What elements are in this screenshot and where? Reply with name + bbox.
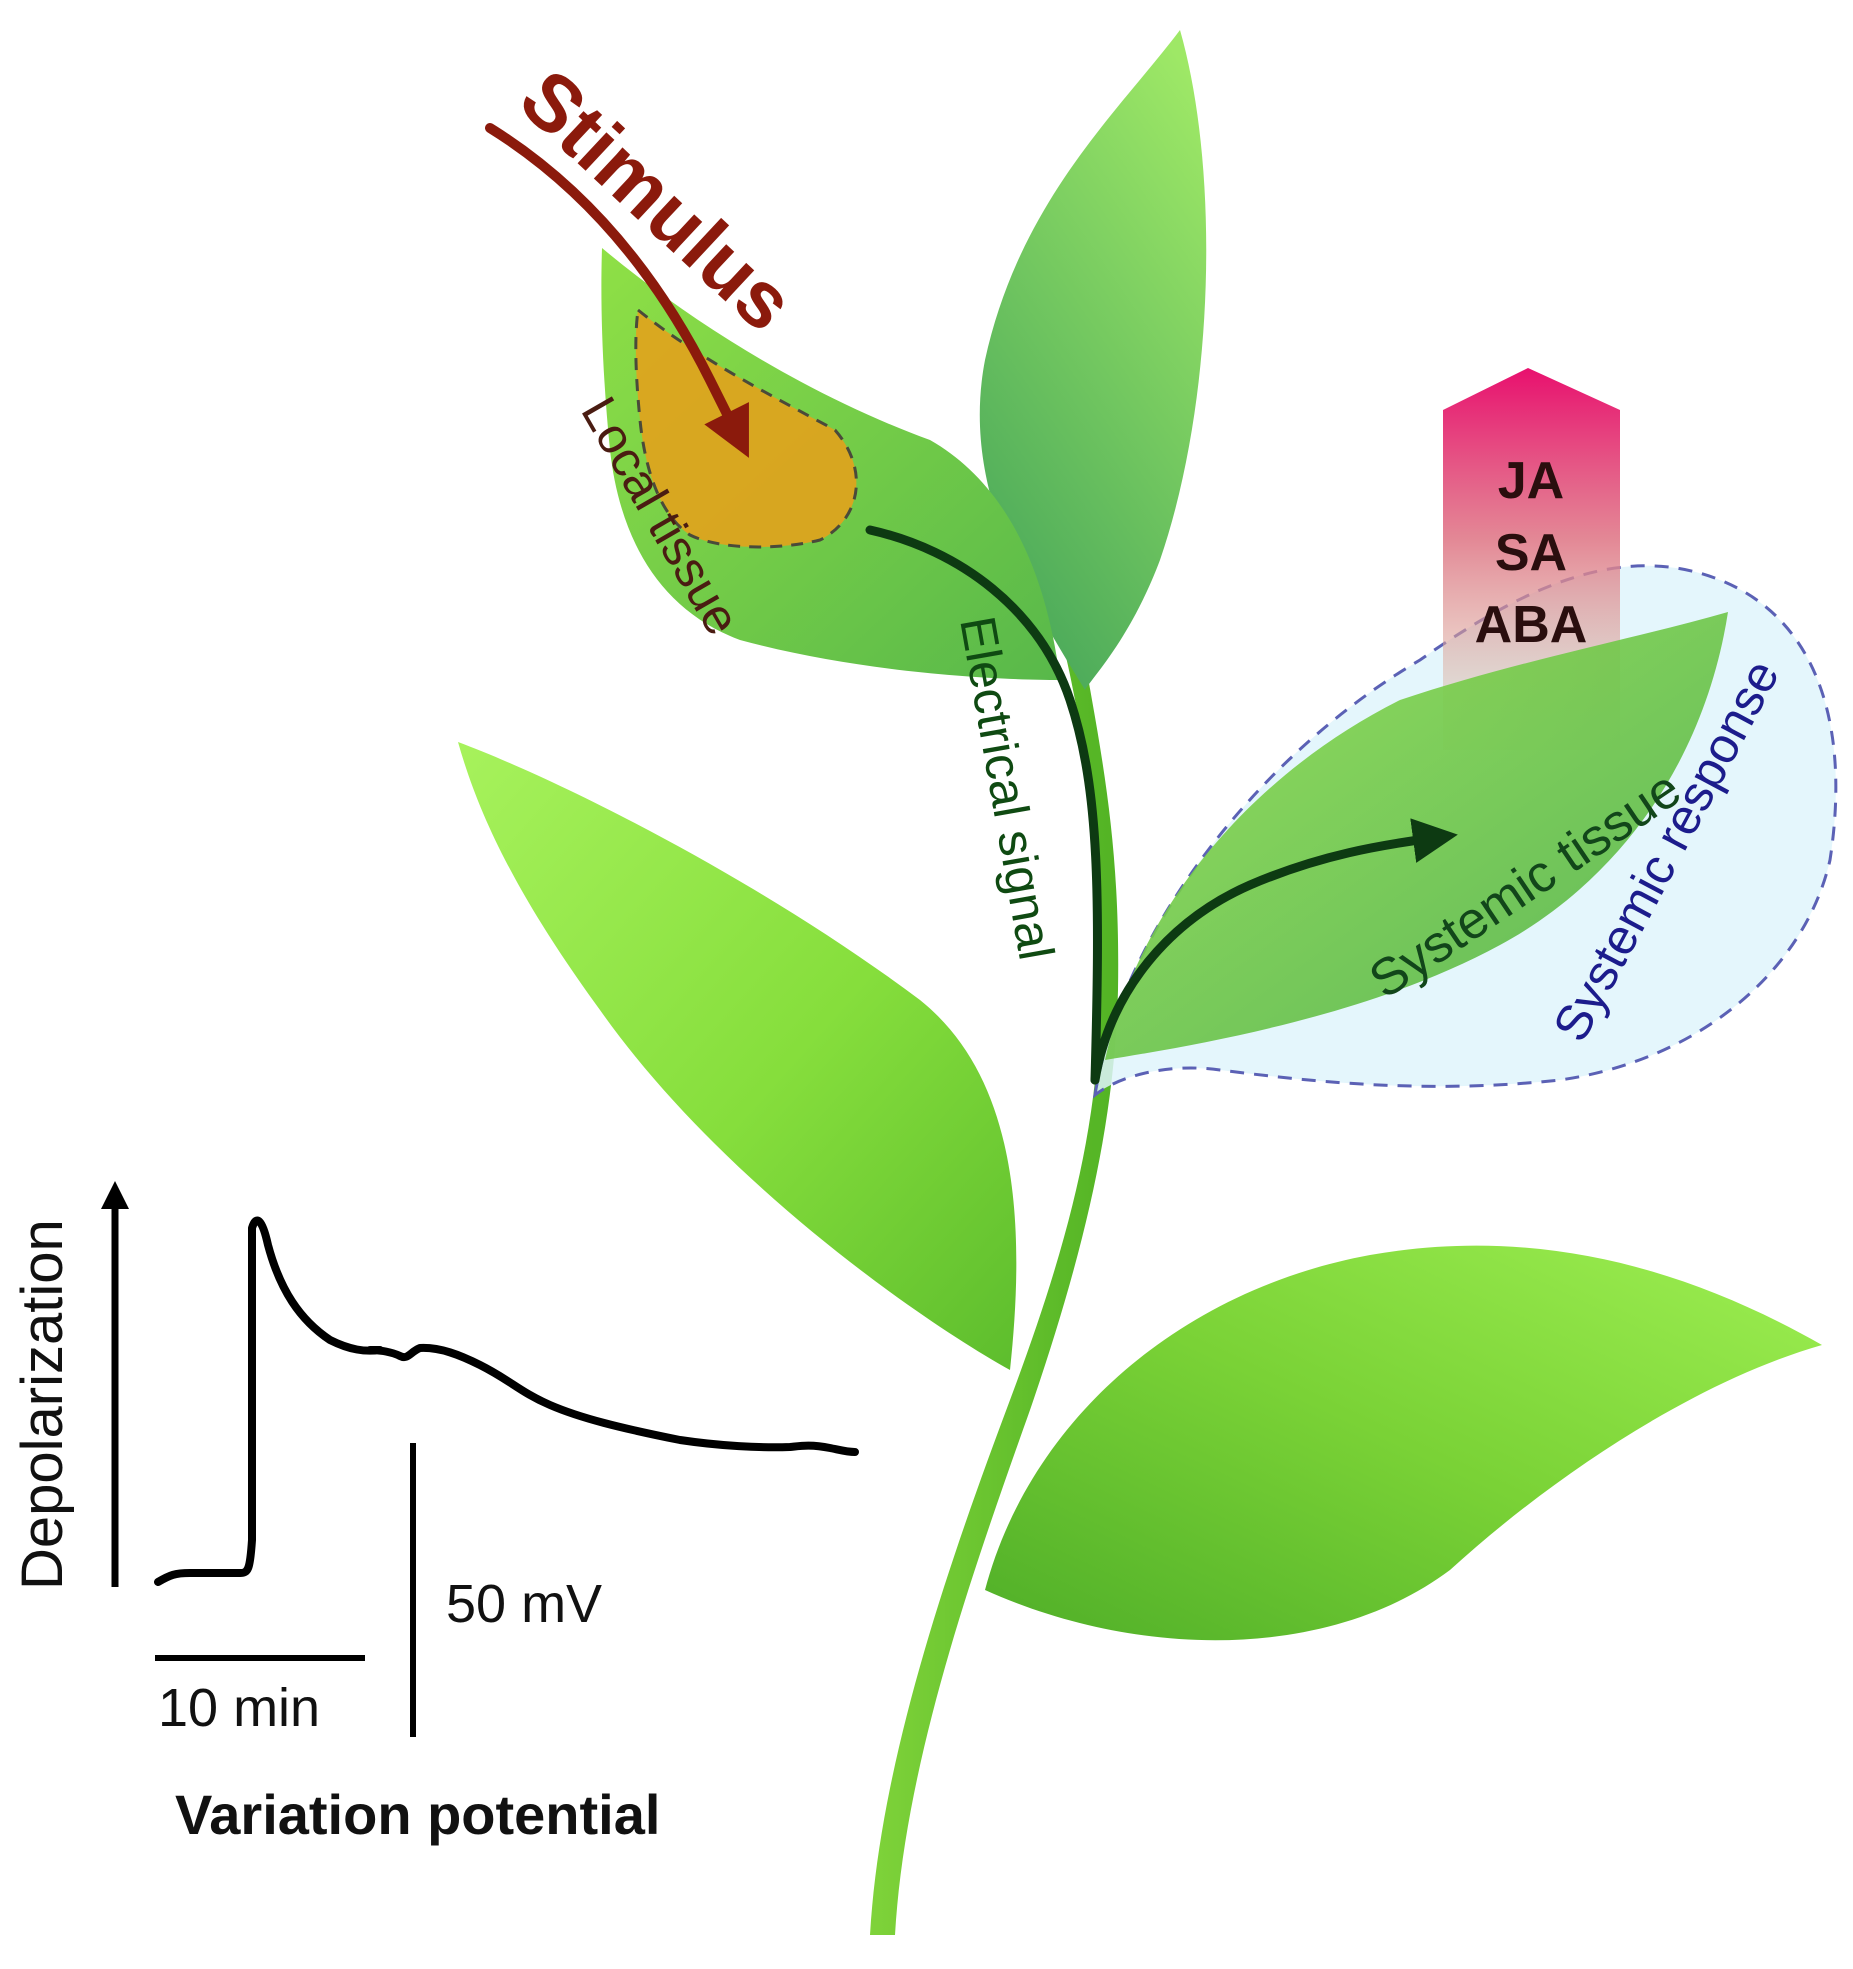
plant-stem	[870, 558, 1119, 1935]
leaf-lower-right	[985, 1245, 1822, 1641]
variation-potential-trace	[154, 1216, 859, 1586]
time-scale-label: 10 min	[158, 1678, 320, 1738]
depolarization-axis-label: Depolarization	[10, 1219, 75, 1590]
leaf-top	[979, 30, 1207, 690]
systemic-signal-arrow	[1090, 818, 1458, 1085]
leaf-lower-left	[458, 742, 1017, 1370]
hormone-ja: JA	[1498, 452, 1564, 510]
variation-potential-inset: Depolarization 50 mV 10 min Variation po…	[10, 1181, 859, 1846]
hormone-aba: ABA	[1475, 596, 1588, 654]
variation-potential-title: Variation potential	[175, 1783, 660, 1846]
hormone-sa: SA	[1495, 524, 1567, 582]
electrical-signal-arrow	[865, 525, 1102, 1085]
stimulus-arrow	[485, 123, 749, 458]
voltage-scale-label: 50 mV	[446, 1574, 602, 1634]
